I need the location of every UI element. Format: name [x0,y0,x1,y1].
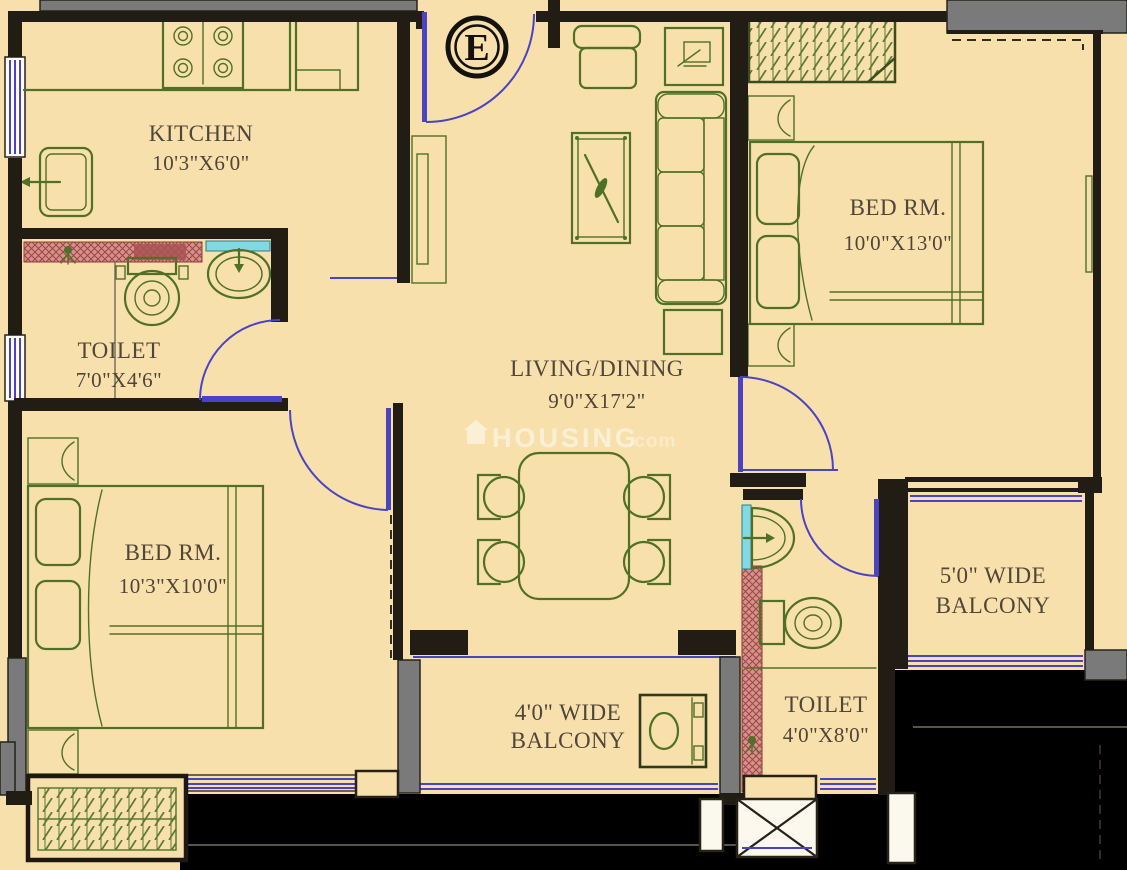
toilet1-label: TOILET [77,338,160,363]
bedroom2-bed [748,140,985,326]
outside-ground-bottom [180,794,1127,870]
balcony-bottom-label-2: BALCONY [511,728,626,753]
sofa-end-table [662,308,724,356]
bedroom1-bed [26,484,265,730]
watermark-house-icon [464,420,488,430]
toilet2-washbasin [742,506,796,570]
kitchen-label: KITCHEN [149,121,253,146]
living-label: LIVING/DINING [510,356,684,381]
bedroom2-wardrobe [747,14,897,84]
bedroom2-balcony-slider [910,495,1082,502]
bedroom1-bottom-window [186,774,356,792]
toilet1-shower [60,246,76,265]
bottom-balcony-railing [420,783,718,790]
kitchen-dims: 10'3"X6'0" [152,151,249,175]
room-labels: KITCHEN 10'3"X6'0" TOILET 7'0"X4'6" BED … [76,121,1051,753]
phone-table [663,26,725,87]
duct-shaft [735,797,819,859]
bedroom1-wardrobe [25,773,189,863]
kitchen-sink [20,146,94,218]
bedroom2-label: BED RM. [850,195,947,220]
living-dims: 9'0"X17'2" [548,389,645,413]
toilet2-dims: 4'0"X8'0" [783,723,869,747]
washing-machine [638,693,708,769]
outside-ground-right [893,670,1127,796]
bedroom2-dims: 10'0"X13'0" [844,231,952,255]
kitchen-left-window [4,56,26,158]
sofa [654,90,728,306]
right-balcony-railing [897,655,1083,667]
toilet2-bottom-window [820,778,876,790]
armchair [572,24,642,90]
balcony-right-label-1: 5'0" WIDE [940,563,1046,588]
watermark-brand: HOUSING [492,423,639,453]
dining-table-set [476,451,672,601]
toilet1-dims: 7'0"X4'6" [76,368,162,392]
toilet-left-window [4,334,26,402]
toilet1-washbasin [206,247,272,300]
bedroom2-door [738,376,838,472]
bedroom1-side-table-top [27,437,79,485]
entry-cabinet [411,135,447,284]
balcony-bottom-label-1: 4'0" WIDE [515,700,621,725]
unit-badge-letter: E [464,27,489,69]
pillar-right [886,791,917,865]
center-table [570,131,632,245]
toilet2-label: TOILET [784,692,867,717]
bedroom2-window-marker [1085,175,1093,273]
unit-badge: E [445,15,509,79]
watermark-suffix: .com [628,431,676,452]
balcony-right-label-2: BALCONY [936,593,1051,618]
toilet1-wc [115,256,189,327]
bedroom1-label: BED RM. [125,540,222,565]
watermark: HOUSING .com [464,420,676,453]
pillar-left [698,797,725,853]
toilet1-door [199,319,282,402]
bedroom1-dims: 10'3"X10'0" [119,574,227,598]
toilet2-door [800,498,879,577]
toilet2-wc [758,596,843,650]
entry-door [422,12,535,123]
toilet2-shower [744,736,760,755]
bedroom1-door [289,408,391,511]
